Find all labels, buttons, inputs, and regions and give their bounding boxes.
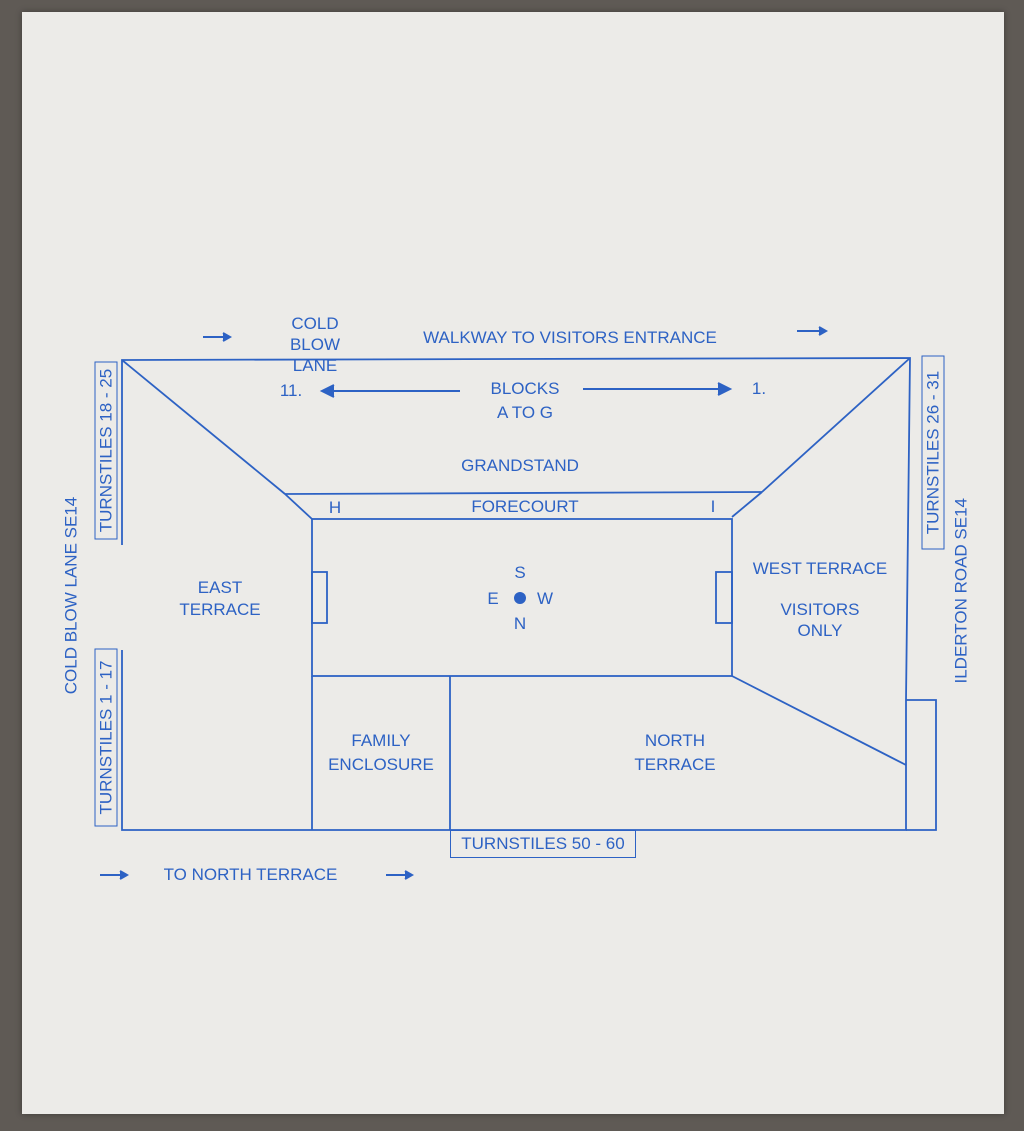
turnstiles-1-17-label: TURNSTILES 1 - 17 — [94, 648, 118, 827]
arrow-left-icon-head — [319, 384, 335, 398]
grandstand-label: GRANDSTAND — [461, 456, 579, 475]
forecourt-label: FORECOURT — [471, 497, 579, 516]
grandstand-right-diagonal — [761, 357, 911, 493]
turnstiles-18-25-label: TURNSTILES 18 - 25 — [94, 361, 118, 540]
family-enclosure-label: FAMILY ENCLOSURE — [328, 731, 434, 774]
h-label: H — [328, 498, 342, 517]
west-goal — [715, 571, 733, 624]
arrow-right-icon-head — [119, 870, 130, 880]
walkway-label: WALKWAY TO VISITORS ENTRANCE — [423, 328, 717, 347]
north-east-corner-box — [906, 699, 937, 831]
compass-west-label: W — [536, 589, 554, 608]
east-terrace-label: EAST TERRACE — [179, 578, 261, 619]
arrow-icons — [100, 326, 829, 880]
grandstand-left-diagonal — [121, 359, 286, 495]
block-right-number: 1. — [751, 379, 767, 398]
west-terrace-label: WEST TERRACE — [752, 559, 888, 578]
east-goal — [311, 571, 328, 624]
arrow-right-icon-head — [717, 382, 733, 396]
visitors-only-label: VISITORS ONLY — [780, 600, 860, 640]
turnstiles-50-60-label: TURNSTILES 50 - 60 — [450, 830, 636, 858]
turnstiles-26-31-label: TURNSTILES 26 - 31 — [921, 355, 945, 550]
i-label: I — [710, 497, 716, 516]
cold-blow-lane-side-label: COLD BLOW LANE SE14 — [61, 496, 81, 695]
forecourt-top-line — [284, 491, 763, 495]
compass-east-label: E — [487, 589, 499, 608]
forecourt-left-diagonal — [284, 493, 313, 520]
cold-blow-lane-top-label: COLD BLOW LANE — [289, 314, 341, 375]
compass-south-label: S — [514, 563, 526, 582]
ilderton-road-label: ILDERTON ROAD SE14 — [951, 498, 971, 684]
compass-center-dot — [514, 592, 526, 604]
blocks-label: BLOCKS A TO G — [490, 379, 560, 422]
ticket-back — [22, 12, 1004, 1114]
arrow-right-icon-head — [818, 326, 829, 336]
arrow-right-icon-head — [404, 870, 415, 880]
to-north-terrace-label: TO NORTH TERRACE — [163, 865, 338, 884]
forecourt-right-diagonal — [731, 491, 763, 518]
compass-north-label: N — [513, 614, 527, 633]
north-terrace-label: NORTH TERRACE — [634, 731, 716, 774]
arrow-right-icon-head — [222, 332, 233, 342]
north-terrace-diagonal — [731, 675, 907, 766]
block-left-number: 11. — [279, 381, 303, 400]
